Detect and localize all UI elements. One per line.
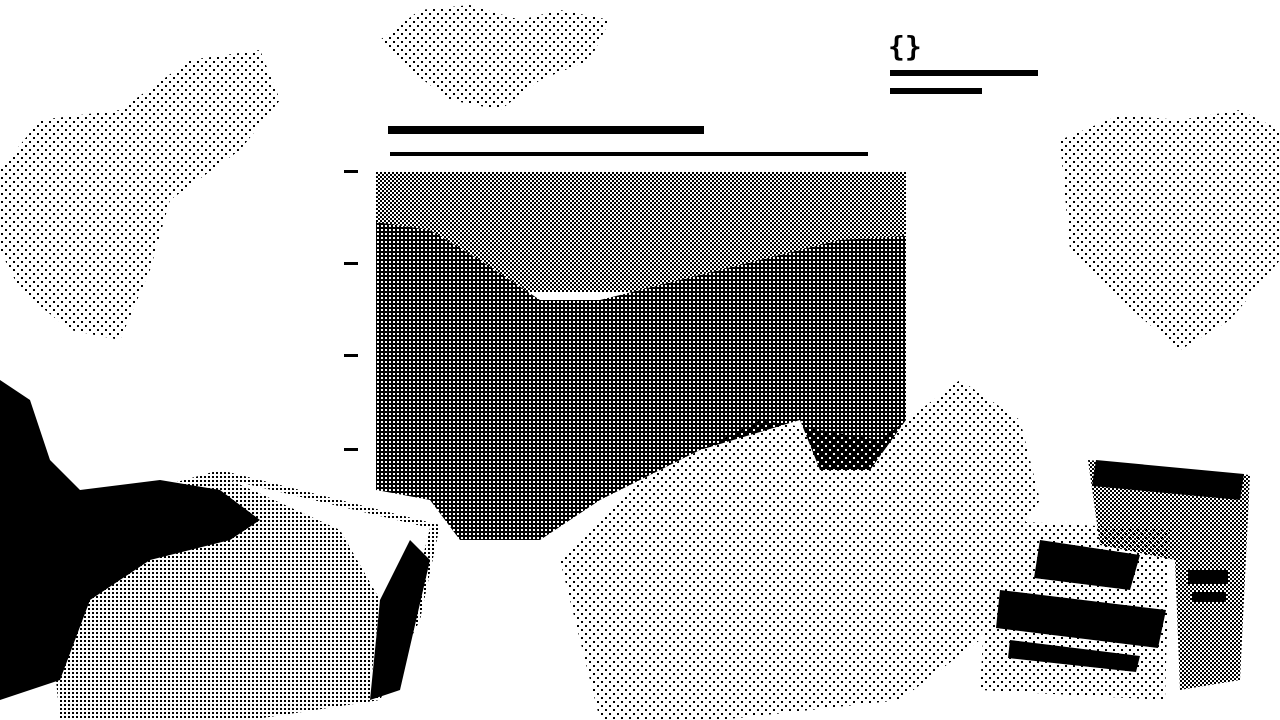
text-line-placeholder [390, 152, 868, 156]
dither-scribble-top [380, 5, 610, 110]
keyboard-surface [40, 470, 440, 720]
tick-mark [344, 448, 358, 451]
logo-brace-icon: {} [888, 30, 922, 63]
book-cover-band-1 [1034, 540, 1140, 590]
text-line-placeholder [890, 88, 982, 94]
book-cover-band-3 [1008, 640, 1140, 672]
keyboard-shadow [370, 540, 430, 700]
magazine-label [1192, 592, 1226, 602]
magazine-label [1188, 570, 1228, 584]
dither-heart-right [1060, 110, 1280, 350]
crumpled-paper [560, 380, 1040, 720]
book-cover-band-2 [996, 590, 1166, 648]
dither-cloud-top-left [0, 50, 280, 340]
text-line-placeholder [388, 126, 704, 134]
magazine-header-band [1092, 460, 1244, 500]
text-line-placeholder [890, 70, 1038, 76]
document-sheet-body [376, 222, 906, 540]
tick-mark [344, 354, 358, 357]
tick-mark [344, 170, 358, 173]
magazine-back [1088, 460, 1250, 690]
tick-mark [344, 262, 358, 265]
